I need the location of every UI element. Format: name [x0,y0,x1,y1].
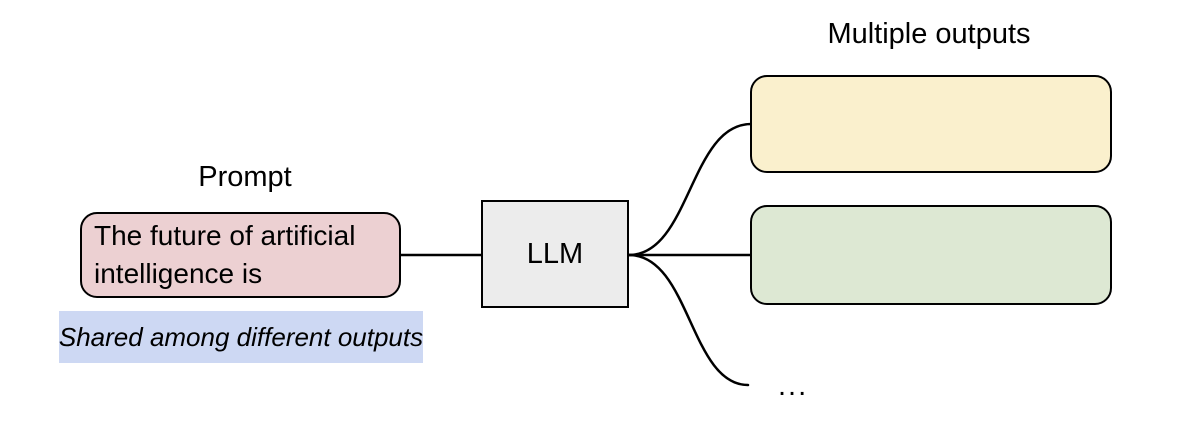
llm-box: LLM [481,200,629,308]
ellipsis-text: ... [778,370,809,402]
output-box-1 [750,75,1112,173]
prompt-box: The future of artificial intelligence is [80,212,401,298]
output-box-2 [750,205,1112,305]
connector-llm-to-ellipsis [627,253,750,387]
shared-note-text: Shared among different outputs [58,321,424,352]
shared-note-highlight: Shared among different outputs [59,311,423,363]
multiple-outputs-label: Multiple outputs [827,18,1031,50]
connector-llm-to-output-1 [627,122,753,257]
prompt-label: Prompt [198,161,292,193]
llm-label: LLM [526,237,584,270]
prompt-box-text: The future of artificial intelligence is [94,220,356,289]
